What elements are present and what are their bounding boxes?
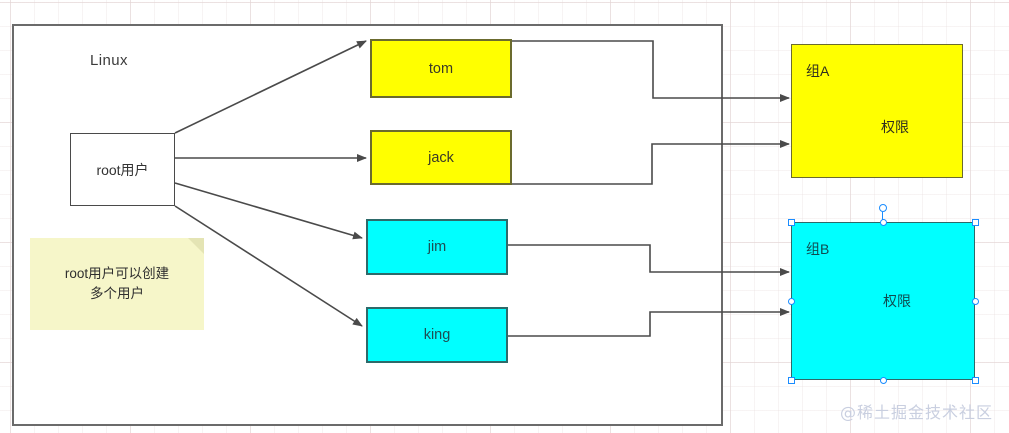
user-box-tom[interactable]: tom: [370, 39, 512, 98]
selection-handle-top-center[interactable]: [879, 218, 887, 226]
selection-handle-middle-right[interactable]: [971, 297, 979, 305]
sticky-note-line-1: root用户可以创建: [64, 266, 170, 282]
connector-jim-to-group-b: [508, 244, 790, 276]
sticky-note-line-2: 多个用户: [90, 286, 144, 301]
group-a-permission: 权限: [881, 119, 909, 135]
selection-handle-middle-left[interactable]: [787, 297, 795, 305]
group-b-permission: 权限: [883, 293, 911, 309]
root-user-label: root用户: [96, 161, 149, 178]
user-box-king[interactable]: king: [366, 307, 508, 363]
selection-handle-bottom-right[interactable]: [971, 376, 979, 384]
user-label-tom: tom: [428, 60, 454, 77]
rotation-handle-stem: [882, 212, 884, 224]
selection-handle-top-left[interactable]: [787, 218, 795, 226]
connector-root-to-king: [174, 205, 363, 327]
watermark: @稀土掘金技术社区: [839, 403, 993, 422]
user-label-king: king: [423, 327, 451, 343]
connector-tom-to-group-a: [512, 40, 790, 102]
group-a-title: 组A: [806, 63, 830, 79]
sticky-note-fold-icon: [188, 238, 204, 254]
group-box-a[interactable]: 组A 权限: [791, 44, 963, 178]
user-box-jack[interactable]: jack: [370, 130, 512, 185]
connector-king-to-group-b: [508, 308, 790, 337]
sticky-note[interactable]: root用户可以创建 多个用户: [30, 238, 204, 330]
user-label-jack: jack: [428, 149, 454, 166]
rotation-handle[interactable]: [878, 204, 887, 212]
connector-root-to-tom: [174, 40, 367, 134]
selection-handle-bottom-left[interactable]: [787, 376, 795, 384]
user-box-jim[interactable]: jim: [366, 219, 508, 275]
linux-label: Linux: [90, 52, 128, 69]
user-label-jim: jim: [427, 239, 447, 255]
connector-jack-to-group-a: [512, 140, 790, 185]
group-b-title: 组B: [806, 241, 830, 257]
selection-handle-bottom-center[interactable]: [879, 376, 887, 384]
group-box-b[interactable]: 组B 权限: [791, 222, 975, 380]
root-user-box[interactable]: root用户: [70, 133, 175, 206]
connector-root-to-jim: [174, 182, 363, 240]
selection-handle-top-right[interactable]: [971, 218, 979, 226]
